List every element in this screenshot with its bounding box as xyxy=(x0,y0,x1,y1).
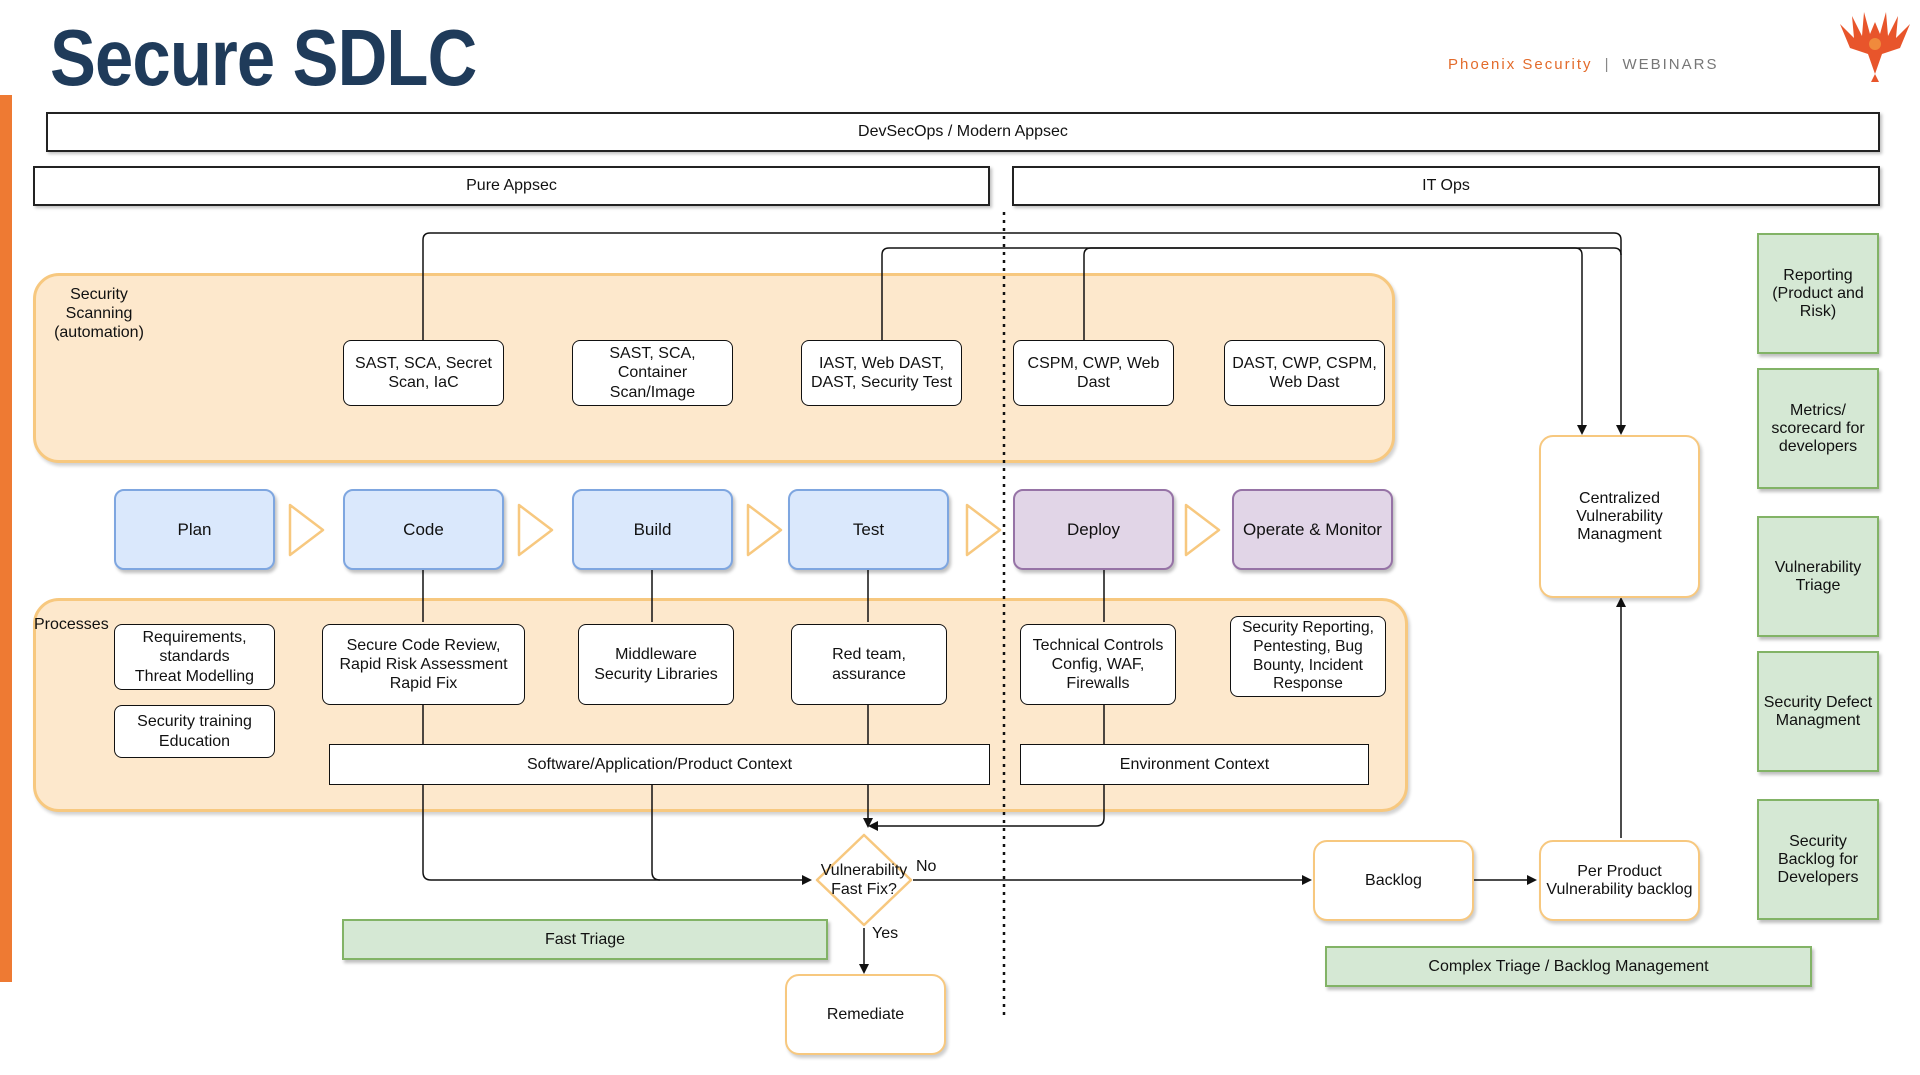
process-red-team: Red team, assurance xyxy=(791,624,947,705)
scan-tool-build: SAST, SCA, Container Scan/Image xyxy=(572,340,733,406)
phase-plan: Plan xyxy=(114,489,275,570)
process-requirements: Requirements, standards Threat Modelling xyxy=(114,624,275,690)
process-secure-code-review: Secure Code Review, Rapid Risk Assessmen… xyxy=(322,624,525,705)
centralized-vuln-mgmt-box: Centralized Vulnerability Managment xyxy=(1539,435,1700,598)
processes-label: Processes xyxy=(34,616,109,633)
chevron-right-icon xyxy=(965,503,1002,557)
brand-line: Phoenix Security | WEBINARS xyxy=(1448,56,1718,73)
process-security-training: Security training Education xyxy=(114,705,275,758)
sidebar-security-backlog: Security Backlog for Developers xyxy=(1757,799,1879,920)
sidebar-security-defect: Security Defect Managment xyxy=(1757,651,1879,772)
brand-section: WEBINARS xyxy=(1622,56,1719,73)
chevron-right-icon xyxy=(1184,503,1221,557)
process-security-reporting: Security Reporting, Pentesting, Bug Boun… xyxy=(1230,616,1386,697)
phase-test: Test xyxy=(788,489,949,570)
brand-name: Phoenix Security xyxy=(1448,56,1593,73)
page-title: Secure SDLC xyxy=(50,13,477,102)
chevron-right-icon xyxy=(288,503,325,557)
remediate-box: Remediate xyxy=(785,974,946,1055)
scan-tool-deploy: CSPM, CWP, Web Dast xyxy=(1013,340,1174,406)
complex-triage-band: Complex Triage / Backlog Management xyxy=(1325,946,1812,987)
sidebar-metrics: Metrics/ scorecard for developers xyxy=(1757,368,1879,489)
decision-label: Vulnerability Fast Fix? xyxy=(820,861,908,898)
scan-tool-operate: DAST, CWP, CSPM, Web Dast xyxy=(1224,340,1385,406)
environment-context: Environment Context xyxy=(1020,744,1369,785)
chevron-right-icon xyxy=(517,503,554,557)
process-technical-controls: Technical Controls Config, WAF, Firewall… xyxy=(1020,624,1176,705)
backlog-box: Backlog xyxy=(1313,840,1474,921)
brand-separator: | xyxy=(1604,56,1611,73)
phoenix-logo-icon xyxy=(1840,12,1910,82)
sidebar-vulnerability-triage: Vulnerability Triage xyxy=(1757,516,1879,637)
chevron-right-icon xyxy=(746,503,783,557)
scan-tool-code: SAST, SCA, Secret Scan, IaC xyxy=(343,340,504,406)
decision-yes-label: Yes xyxy=(872,925,899,942)
decision-diamond xyxy=(815,833,913,927)
accent-bar xyxy=(0,95,12,982)
process-middleware: Middleware Security Libraries xyxy=(578,624,734,705)
sidebar-reporting: Reporting (Product and Risk) xyxy=(1757,233,1879,354)
devsecops-band: DevSecOps / Modern Appsec xyxy=(46,112,1880,152)
phase-code: Code xyxy=(343,489,504,570)
per-product-backlog-box: Per Product Vulnerability backlog xyxy=(1539,840,1700,921)
scan-tool-test: IAST, Web DAST, DAST, Security Test xyxy=(801,340,962,406)
phase-operate-monitor: Operate & Monitor xyxy=(1232,489,1393,570)
it-ops-band: IT Ops xyxy=(1012,166,1880,206)
software-context: Software/Application/Product Context xyxy=(329,744,990,785)
decision-no-label: No xyxy=(916,858,937,875)
phase-deploy: Deploy xyxy=(1013,489,1174,570)
phase-build: Build xyxy=(572,489,733,570)
fast-triage-band: Fast Triage xyxy=(342,919,828,960)
pure-appsec-band: Pure Appsec xyxy=(33,166,990,206)
security-scanning-label: Security Scanning (automation) xyxy=(54,286,144,342)
